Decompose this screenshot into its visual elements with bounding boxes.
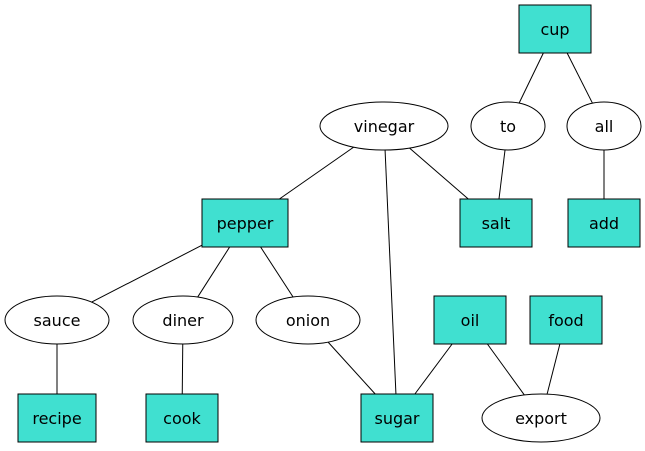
node-all: all (566, 101, 642, 151)
node-diner: diner (132, 295, 234, 345)
node-cup: cup (518, 4, 592, 54)
edge-pepper-diner (197, 246, 231, 298)
node-diner-label: diner (162, 311, 204, 330)
edge-cup-to (518, 52, 544, 104)
node-sauce-ellipse (4, 295, 110, 345)
edge-onion-sugar (327, 341, 376, 395)
edge-oil-sugar (414, 343, 453, 395)
node-to: to (470, 101, 546, 151)
node-export-ellipse (481, 393, 601, 443)
node-cook-label: cook (163, 409, 201, 428)
node-sugar-label: sugar (374, 409, 419, 428)
node-sugar-box (360, 393, 434, 443)
node-food: food (529, 295, 603, 345)
node-cook: cook (145, 393, 219, 443)
node-sauce-label: sauce (34, 311, 81, 330)
node-onion-ellipse (255, 295, 361, 345)
node-add: add (567, 198, 641, 248)
nodes-layer: cup vinegar to all pepper salt add sauce diner on… (4, 4, 642, 443)
node-export: export (481, 393, 601, 443)
edge-cup-all (566, 52, 593, 104)
node-onion: onion (255, 295, 361, 345)
node-vinegar-ellipse (319, 101, 449, 151)
node-vinegar: vinegar (319, 101, 449, 151)
edge-vinegar-sugar (384, 149, 397, 395)
node-all-label: all (595, 117, 614, 136)
node-add-box (567, 198, 641, 248)
edge-vinegar-pepper (279, 146, 354, 200)
node-to-ellipse (470, 101, 546, 151)
node-cup-label: cup (540, 20, 569, 39)
node-salt: salt (459, 198, 533, 248)
node-all-ellipse (566, 101, 642, 151)
node-salt-label: salt (482, 214, 511, 233)
node-cook-box (145, 393, 219, 443)
node-food-label: food (548, 311, 583, 330)
edge-diner-cook (181, 343, 184, 395)
node-pepper: pepper (201, 198, 289, 248)
node-add-label: add (589, 214, 619, 233)
node-sugar: sugar (360, 393, 434, 443)
node-salt-box (459, 198, 533, 248)
node-oil-label: oil (461, 311, 480, 330)
edge-vinegar-salt (409, 147, 469, 200)
node-recipe: recipe (17, 393, 97, 443)
node-oil-box (433, 295, 507, 345)
node-recipe-label: recipe (32, 409, 81, 428)
edge-pepper-sauce (91, 244, 203, 303)
edge-food-export (546, 343, 561, 395)
edge-pepper-onion (260, 246, 294, 298)
node-onion-label: onion (286, 311, 330, 330)
edge-to-salt (498, 149, 506, 200)
node-pepper-label: pepper (217, 214, 274, 233)
edges-layer (56, 52, 605, 396)
node-vinegar-label: vinegar (354, 117, 415, 136)
node-export-label: export (515, 409, 567, 428)
node-diner-ellipse (132, 295, 234, 345)
node-food-box (529, 295, 603, 345)
node-pepper-box (201, 198, 289, 248)
node-cup-box (518, 4, 592, 54)
node-to-label: to (500, 117, 516, 136)
node-sauce: sauce (4, 295, 110, 345)
node-recipe-box (17, 393, 97, 443)
edge-oil-export (486, 343, 525, 396)
node-oil: oil (433, 295, 507, 345)
